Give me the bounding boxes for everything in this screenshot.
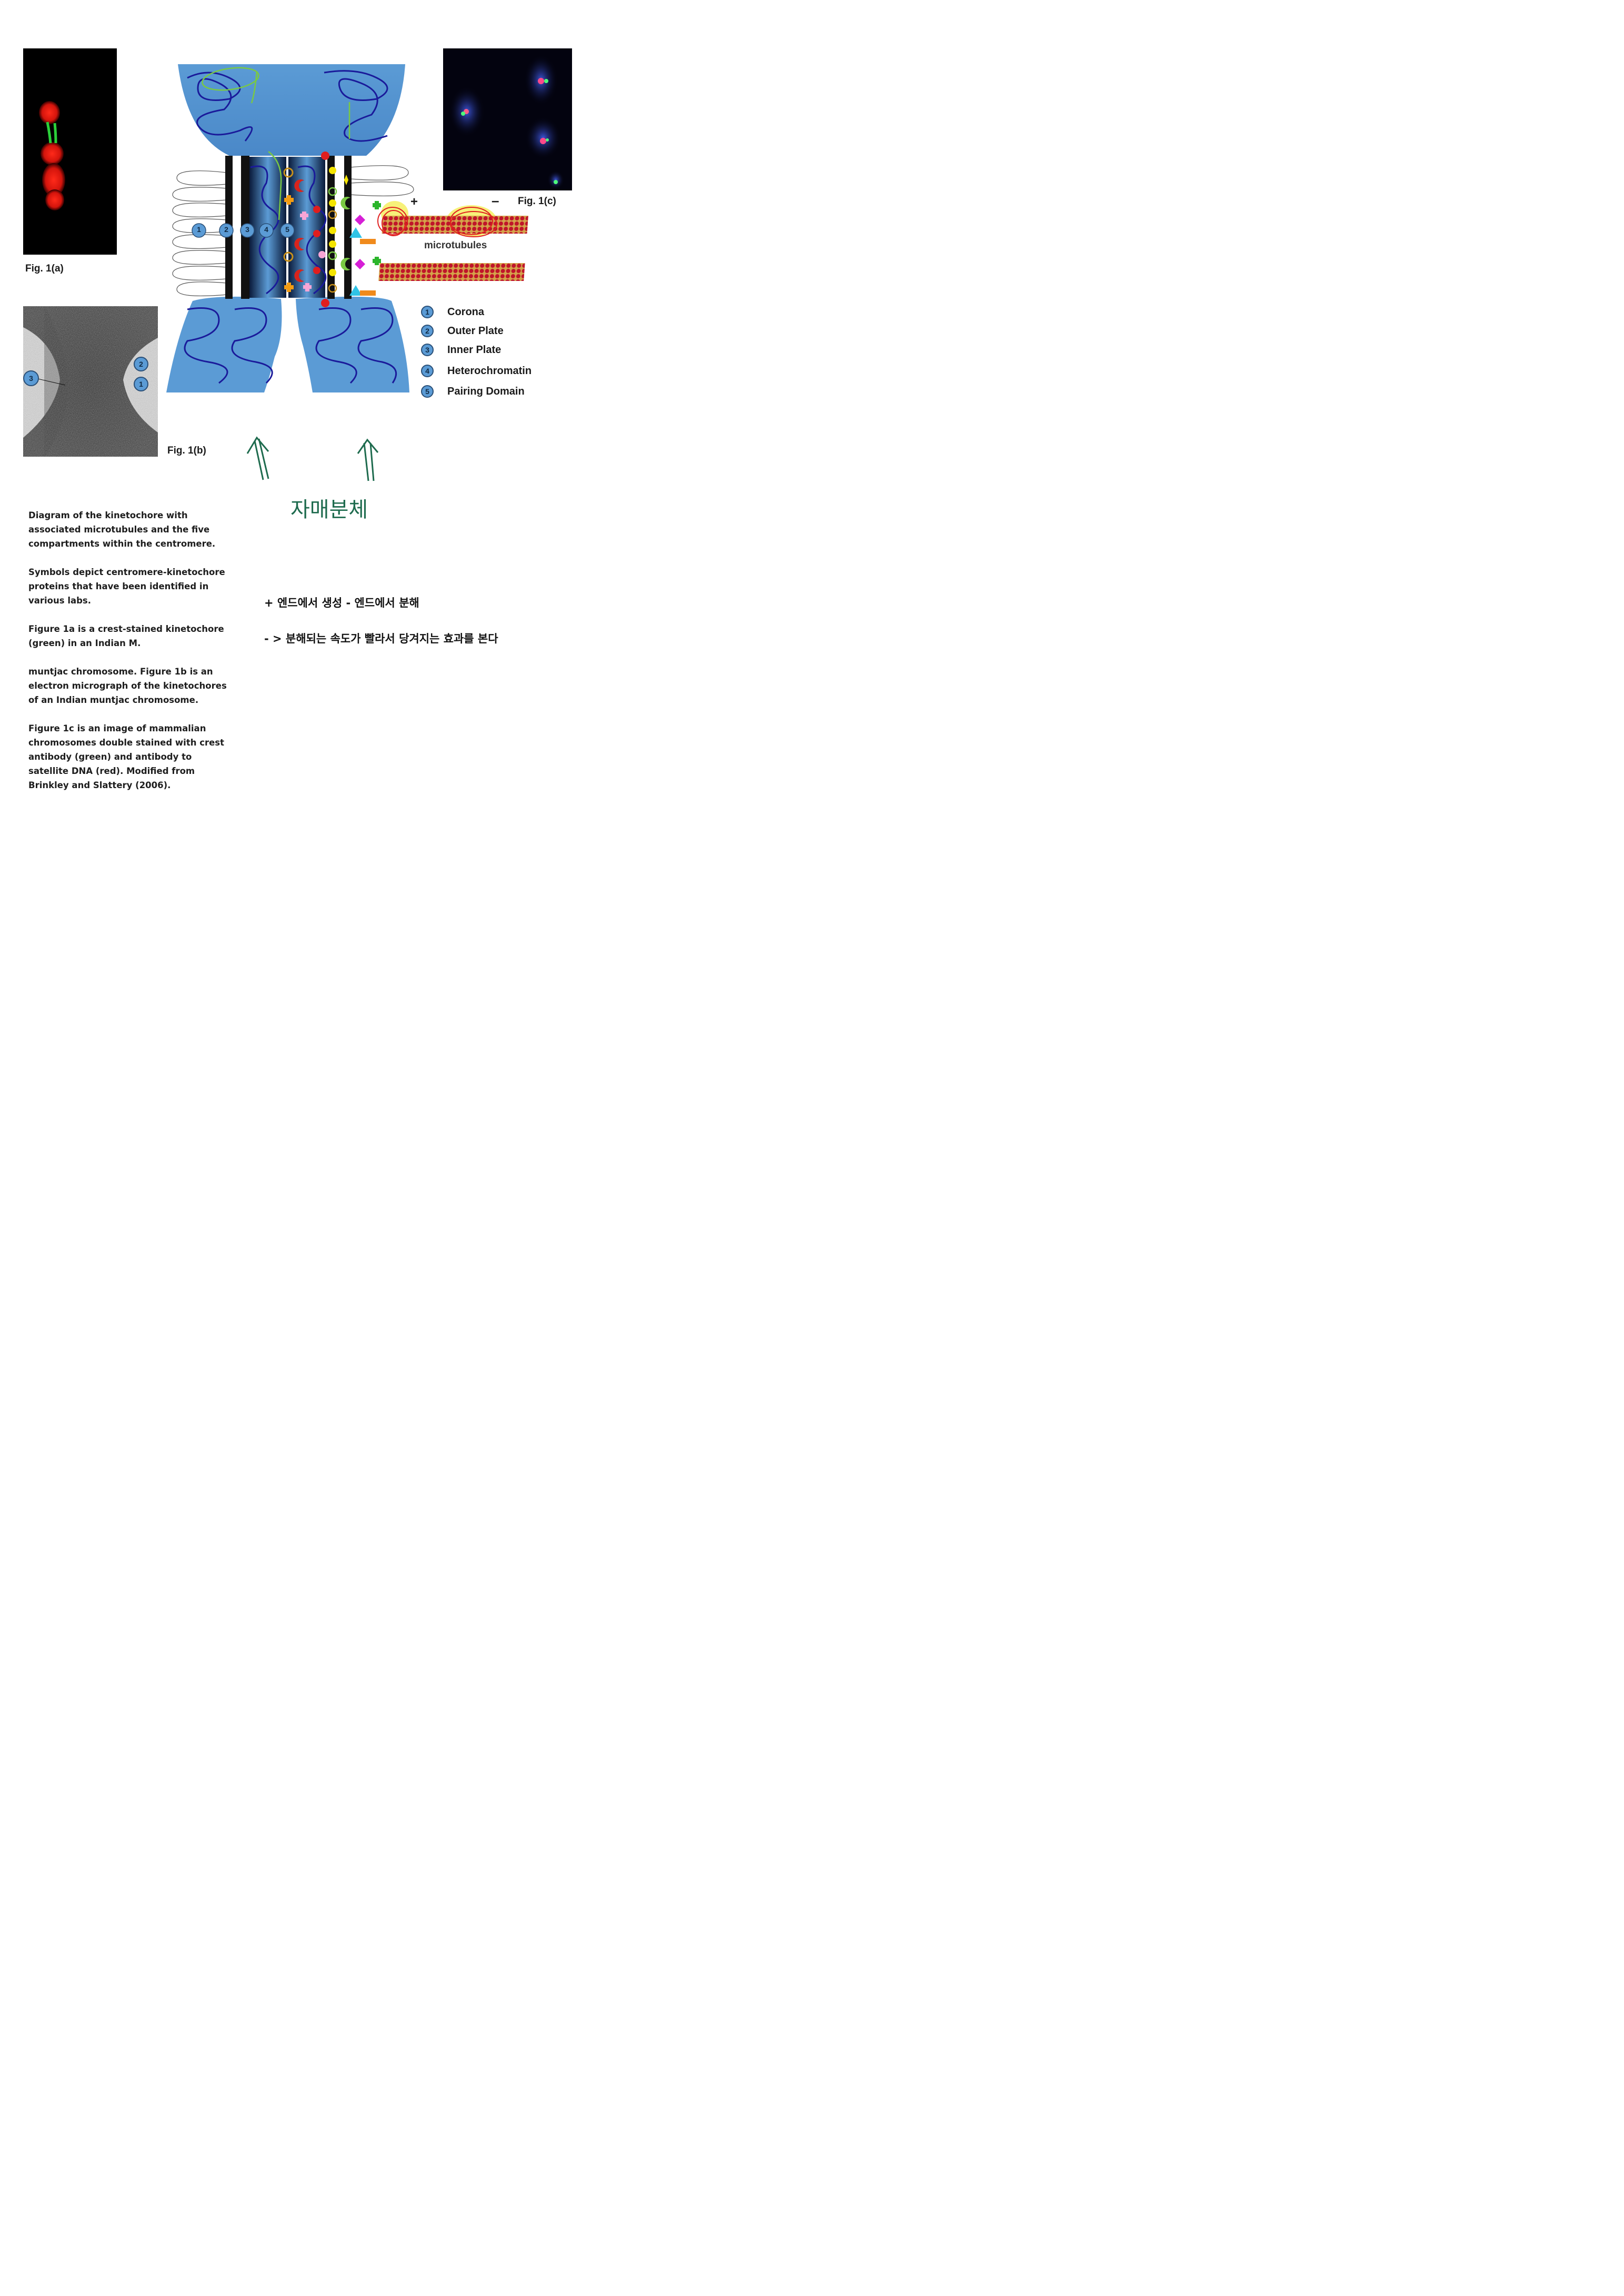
fig1b-marker-2: 2 <box>134 357 148 371</box>
fig1a-label: Fig. 1(a) <box>25 263 64 274</box>
fig1c-label: Fig. 1(c) <box>518 196 556 207</box>
handwritten-sister-chromatids: 자매분체 <box>290 498 368 522</box>
fig1c-image <box>443 48 572 190</box>
legend-item-outer-plate: 2 Outer Plate <box>421 325 504 337</box>
legend-label-corona: Corona <box>447 306 484 318</box>
legend-num-5: 5 <box>421 385 434 398</box>
fig1a-image <box>23 48 117 255</box>
legend-item-pairing-domain: 5 Pairing Domain <box>421 385 525 398</box>
legend-label-pairing-domain: Pairing Domain <box>447 385 525 397</box>
caption-paragraph: Diagram of the kinetochore with associat… <box>28 510 216 549</box>
caption-paragraph: Symbols depict centromere-kinetochore pr… <box>28 567 225 606</box>
legend-label-inner-plate: Inner Plate <box>447 344 502 356</box>
minus-end-sign: – <box>492 193 499 208</box>
note-line-1: + 엔드에서 생성 - 엔드에서 분해 <box>264 597 419 609</box>
fig1b-marker-3: 3 <box>23 370 39 386</box>
kinetochore-diagram: 1 2 3 4 5 <box>166 62 417 395</box>
fig1b-marker-1: 1 <box>134 377 148 391</box>
note-line-2: - > 분해되는 속도가 빨라서 당겨지는 효과를 본다 <box>264 632 498 645</box>
legend-num-1: 1 <box>421 306 434 318</box>
legend-item-corona: 1 Corona <box>421 306 484 318</box>
legend-num-3: 3 <box>421 344 434 356</box>
legend-item-heterochromatin: 4 Heterochromatin <box>421 365 532 377</box>
caption-paragraph: Figure 1c is an image of mammalian chrom… <box>28 723 225 790</box>
plus-end-sign: + <box>410 195 418 209</box>
fig1b-label: Fig. 1(b) <box>167 445 206 456</box>
microtubules-label: microtubules <box>424 240 487 251</box>
compartment-num-3: 3 <box>245 225 249 234</box>
legend-label-heterochromatin: Heterochromatin <box>447 365 532 377</box>
compartment-num-4: 4 <box>264 225 268 234</box>
legend-label-outer-plate: Outer Plate <box>447 325 504 337</box>
microtubules-graphic <box>368 200 532 305</box>
caption-paragraph: muntjac chromosome. Figure 1b is an elec… <box>28 667 227 705</box>
compartment-num-5: 5 <box>285 225 289 234</box>
arrow-up-right <box>356 438 382 483</box>
figure-caption: Diagram of the kinetochore with associat… <box>28 508 234 807</box>
legend-num-2: 2 <box>421 325 434 337</box>
legend-item-inner-plate: 3 Inner Plate <box>421 344 501 356</box>
caption-paragraph: Figure 1a is a crest-stained kinetochore… <box>28 624 224 648</box>
legend-num-4: 4 <box>421 365 434 377</box>
compartment-num-1: 1 <box>197 225 201 234</box>
arrow-up-left <box>243 436 275 483</box>
compartment-num-2: 2 <box>224 225 228 234</box>
